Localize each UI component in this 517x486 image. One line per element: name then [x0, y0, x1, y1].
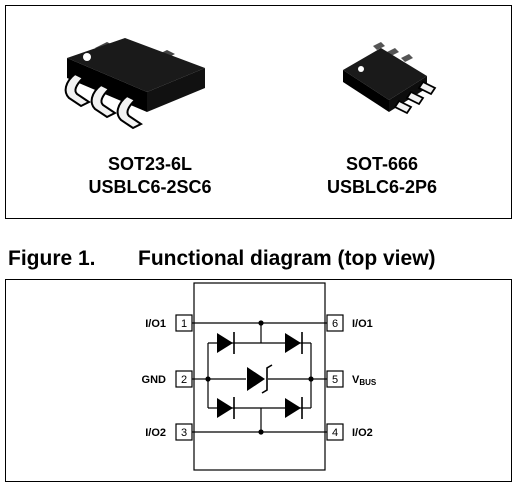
- sot-666-caption: SOT-666 USBLC6-2P6: [262, 153, 502, 199]
- figure-title: Figure 1. Functional diagram (top view): [8, 246, 436, 272]
- figure-caption: Functional diagram (top view): [138, 247, 436, 270]
- pin-label-3: I/O2: [145, 427, 166, 439]
- pin-number-6: 6: [332, 318, 338, 330]
- sot-666-package-image: [343, 42, 437, 115]
- pin-label-4: I/O2: [352, 427, 373, 439]
- pin-label-5-sub: BUS: [359, 378, 377, 387]
- pin-label-6: I/O1: [352, 318, 373, 330]
- diode-lower-right: [285, 397, 303, 419]
- pin-label-5-main: V: [352, 374, 360, 386]
- pin-label-5: VBUS: [352, 374, 377, 387]
- pin-label-2: GND: [142, 374, 167, 386]
- pin-number-5: 5: [332, 374, 338, 386]
- package-name: SOT23-6L: [107, 154, 193, 174]
- pin-number-1: 1: [181, 318, 187, 330]
- zener-diode: [247, 364, 273, 394]
- sot23-6l-caption: SOT23-6L USBLC6-2SC6: [40, 153, 260, 199]
- junction-dots: [205, 320, 314, 435]
- pin-number-4: 4: [332, 427, 338, 439]
- package-part-number: USBLC6-2SC6: [88, 177, 212, 197]
- diode-upper-right: [285, 332, 303, 354]
- diode-lower-left: [217, 397, 235, 419]
- sot23-6l-package-image: [64, 38, 205, 130]
- pin-label-1: I/O1: [145, 318, 166, 330]
- pin-number-3: 3: [181, 427, 187, 439]
- diode-upper-left: [217, 332, 235, 354]
- pin-number-2: 2: [181, 374, 187, 386]
- figure-number: Figure 1.: [8, 247, 96, 270]
- package-part-number: USBLC6-2P6: [326, 177, 438, 197]
- package-name: SOT-666: [345, 154, 419, 174]
- ic-body-outline: [193, 282, 326, 471]
- package-panel: [5, 5, 512, 219]
